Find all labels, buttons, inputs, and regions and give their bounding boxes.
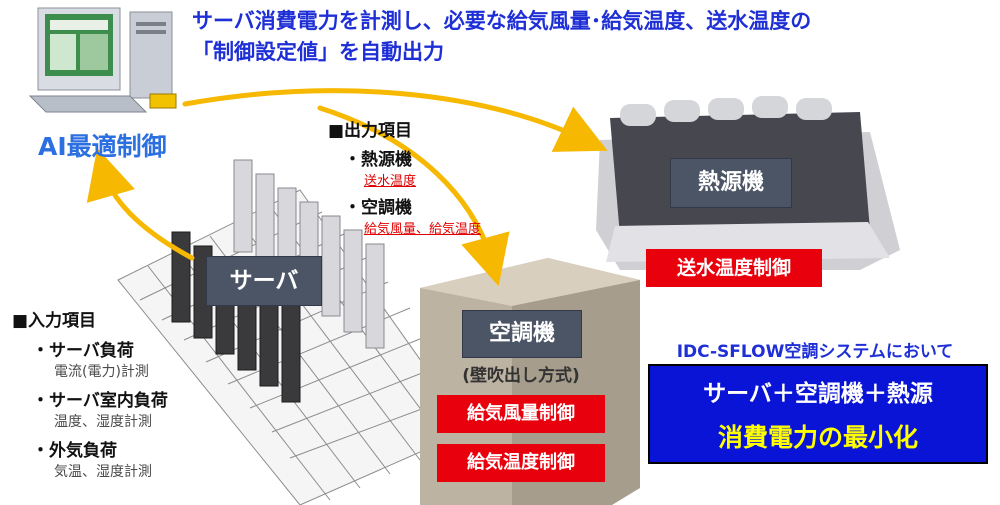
input-detail-room: 温度、湿度計測 bbox=[54, 414, 152, 430]
server-label: サーバ bbox=[206, 256, 322, 306]
input-detail-server: 電流(電力)計測 bbox=[54, 364, 149, 380]
hvac-sub-label: (壁吹出し方式) bbox=[462, 366, 580, 386]
input-item-room: ・サーバ室内負荷 bbox=[32, 391, 168, 411]
output-item-hvac: ・空調機 bbox=[344, 198, 412, 218]
input-item-server: ・サーバ負荷 bbox=[32, 341, 134, 361]
summary-line-1: サーバ＋空調機＋熱源 bbox=[703, 381, 933, 407]
output-title: ■出力項目 bbox=[328, 121, 413, 141]
heat-source-label: 熱源機 bbox=[670, 158, 792, 208]
headline-line-2: 「制御設定値」を自動出力 bbox=[192, 40, 444, 64]
output-detail-sep: 、 bbox=[416, 222, 430, 237]
output-detail-heat: 送水温度 bbox=[364, 174, 417, 189]
headline: サーバ消費電力を計測し、必要な給気風量･給気温度、送水温度の 「制御設定値」を自… bbox=[192, 6, 952, 68]
summary-line-2: 消費電力の最小化 bbox=[717, 423, 918, 452]
output-detail-temp: 給気温度 bbox=[429, 222, 482, 237]
air-temp-control-tag: 給気温度制御 bbox=[437, 444, 605, 482]
input-detail-outdoor: 気温、湿度計測 bbox=[54, 464, 152, 480]
output-item-heat: ・熱源機 bbox=[344, 150, 412, 170]
headline-line-1: サーバ消費電力を計測し、必要な給気風量･給気温度、送水温度の bbox=[192, 9, 812, 33]
input-title: ■入力項目 bbox=[12, 311, 97, 331]
arrow-icon bbox=[86, 88, 608, 287]
airflow-control-tag: 給気風量制御 bbox=[437, 395, 605, 433]
output-items: ■出力項目 ・熱源機 送水温度 ・空調機 給気風量、給気温度 bbox=[328, 116, 481, 237]
hvac-label: 空調機 bbox=[462, 310, 582, 358]
input-item-outdoor: ・外気負荷 bbox=[32, 441, 117, 461]
ai-control-label: AI最適制御 bbox=[38, 132, 167, 161]
input-items: ■入力項目 ・サーバ負荷 電流(電力)計測 ・サーバ室内負荷 温度、湿度計測 ・… bbox=[12, 306, 168, 481]
summary-panel: サーバ＋空調機＋熱源 消費電力の最小化 bbox=[648, 364, 988, 464]
computer-icon bbox=[28, 7, 177, 113]
output-detail-hvac: 給気風量、給気温度 bbox=[364, 218, 481, 237]
water-temp-control-tag: 送水温度制御 bbox=[646, 249, 822, 287]
server-racks bbox=[171, 159, 385, 403]
output-detail-airflow: 給気風量 bbox=[364, 222, 417, 237]
idc-title: IDC-SFLOW空調システムにおいて bbox=[676, 342, 954, 362]
